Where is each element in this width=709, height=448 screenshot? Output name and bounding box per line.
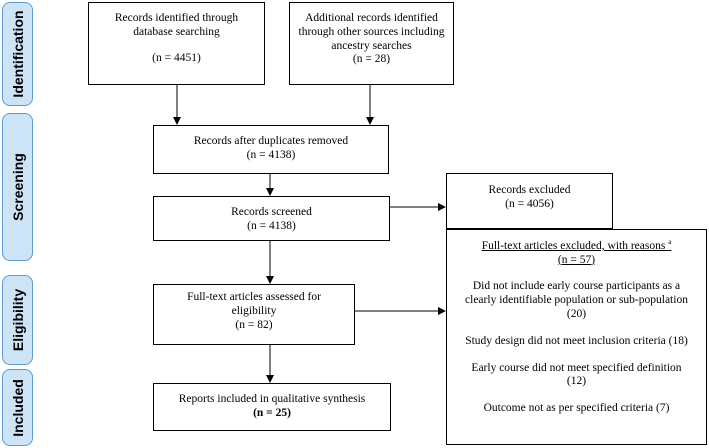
box-fulltext-excluded: Full-text articles excluded, with reason…	[446, 229, 707, 445]
box-included: Reports included in qualitative synthesi…	[153, 383, 391, 431]
fulltext-count: (n = 82)	[235, 318, 273, 331]
screened-count: (n = 4138)	[247, 219, 296, 232]
included-count: (n = 25)	[253, 406, 291, 419]
screened-line1: Records screened	[231, 206, 312, 218]
other-line1: Additional records identified	[305, 12, 438, 24]
phase-included: Included	[2, 369, 33, 446]
excluded-count: (n = 4056)	[505, 197, 554, 210]
ftexcl-reason1-line2: clearly identifiable population or sub-p…	[465, 294, 688, 307]
ftexcl-count: (n = 57)	[557, 253, 596, 266]
fulltext-line2: eligibility	[231, 304, 277, 317]
dup-count: (n = 4138)	[246, 148, 296, 161]
db-line1: Records identified through	[114, 12, 239, 24]
ftexcl-title: Full-text articles excluded, with reason…	[447, 238, 706, 254]
box-database-records: Records identified through database sear…	[88, 2, 265, 85]
ftexcl-reason1-line1: Did not include early course participant…	[472, 280, 681, 293]
ftexcl-reason4: Outcome not as per specified criteria (7…	[483, 402, 670, 415]
phase-identification: Identification	[2, 2, 33, 106]
box-additional-records: Additional records identified through ot…	[289, 2, 454, 85]
db-line2: database searching	[133, 25, 220, 38]
box-after-duplicates: Records after duplicates removed (n = 41…	[153, 125, 389, 174]
excluded-line1: Records excluded	[488, 184, 571, 196]
phase-screening: Screening	[2, 113, 33, 261]
other-line3: ancestry searches	[331, 39, 412, 52]
other-line2: through other sources including	[298, 25, 445, 38]
fulltext-line1: Full-text articles assessed for	[187, 291, 321, 303]
ftexcl-reason2: Study design did not meet inclusion crit…	[465, 334, 688, 347]
box-fulltext-assessed: Full-text articles assessed for eligibil…	[153, 284, 355, 345]
box-records-screened: Records screened (n = 4138)	[153, 196, 390, 241]
db-count: (n = 4451)	[152, 51, 201, 64]
ftexcl-reason3-line2: (12)	[566, 375, 587, 388]
phase-eligibility: Eligibility	[2, 275, 33, 365]
ftexcl-title-sup: a	[668, 238, 672, 246]
dup-line1: Records after duplicates removed	[193, 135, 349, 147]
ftexcl-reason1-line3: (20)	[566, 308, 587, 321]
box-records-excluded: Records excluded (n = 4056)	[446, 173, 613, 229]
ftexcl-title-text: Full-text articles excluded, with reason…	[481, 239, 666, 252]
included-line1: Reports included in qualitative synthesi…	[178, 393, 366, 405]
other-count: (n = 28)	[352, 53, 391, 66]
ftexcl-reason3-line1: Early course did not meet specified defi…	[471, 361, 682, 374]
